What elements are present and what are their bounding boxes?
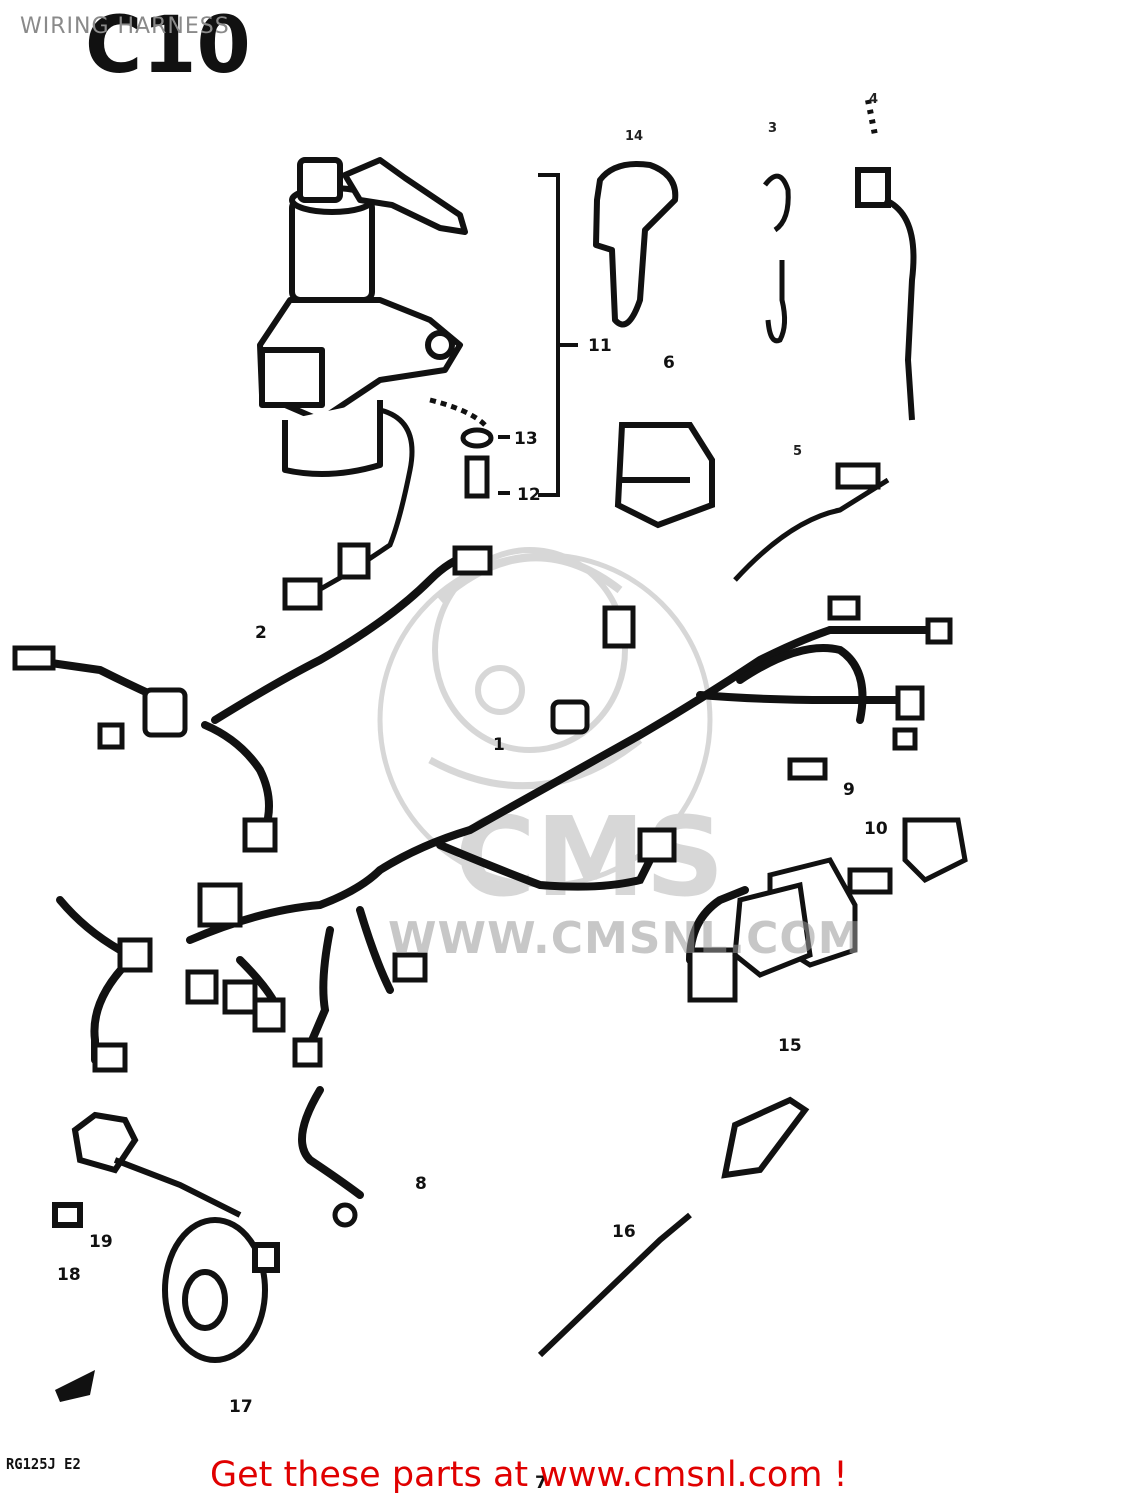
callout-14: 14 bbox=[625, 129, 643, 144]
bracket-11 bbox=[498, 173, 578, 497]
callout-10: 10 bbox=[864, 819, 888, 839]
watermark-url: WWW.CMSNL.COM bbox=[388, 913, 863, 964]
callout-11: 11 bbox=[588, 336, 612, 356]
part-5 bbox=[733, 462, 890, 582]
part-4-cable bbox=[855, 99, 917, 421]
promo-link[interactable]: Get these parts at www.cmsnl.com ! bbox=[210, 1455, 848, 1495]
part-3 bbox=[763, 173, 791, 344]
section-code: C10 bbox=[85, 1, 251, 91]
switch-15-rod-16 bbox=[537, 1096, 810, 1358]
callout-13: 13 bbox=[514, 429, 538, 449]
regulator-block bbox=[732, 817, 968, 978]
callout-1: 1 bbox=[493, 735, 505, 755]
callout-7: 7 bbox=[535, 1473, 547, 1493]
key-part bbox=[593, 161, 679, 328]
callout-18: 18 bbox=[57, 1265, 81, 1285]
callout-5: 5 bbox=[793, 444, 802, 459]
parts-12-13 bbox=[429, 397, 494, 499]
horn-17 bbox=[52, 1111, 280, 1363]
callout-2: 2 bbox=[255, 623, 267, 643]
watermark-logo: CMS bbox=[377, 547, 724, 921]
direction-arrow bbox=[55, 1370, 95, 1402]
callout-3: 3 bbox=[768, 121, 777, 136]
ignition-switch bbox=[257, 157, 468, 477]
switch-lead bbox=[282, 407, 415, 611]
callout-19: 19 bbox=[89, 1232, 113, 1252]
callout-15: 15 bbox=[778, 1036, 802, 1056]
callout-6: 6 bbox=[663, 353, 675, 373]
model-code: RG125J E2 bbox=[6, 1455, 81, 1473]
harness-connectors bbox=[12, 545, 953, 1228]
callout-9: 9 bbox=[843, 780, 855, 800]
callout-17: 17 bbox=[229, 1397, 253, 1417]
relay-6 bbox=[614, 422, 715, 529]
page-title: WIRING HARNESS bbox=[20, 14, 230, 39]
callout-8: 8 bbox=[415, 1174, 427, 1194]
callouts: 1 2 3 4 5 6 7 8 9 10 11 12 13 14 15 16 1… bbox=[57, 92, 888, 1493]
callout-4: 4 bbox=[869, 92, 878, 107]
callout-12: 12 bbox=[517, 485, 541, 505]
callout-16: 16 bbox=[612, 1222, 636, 1242]
